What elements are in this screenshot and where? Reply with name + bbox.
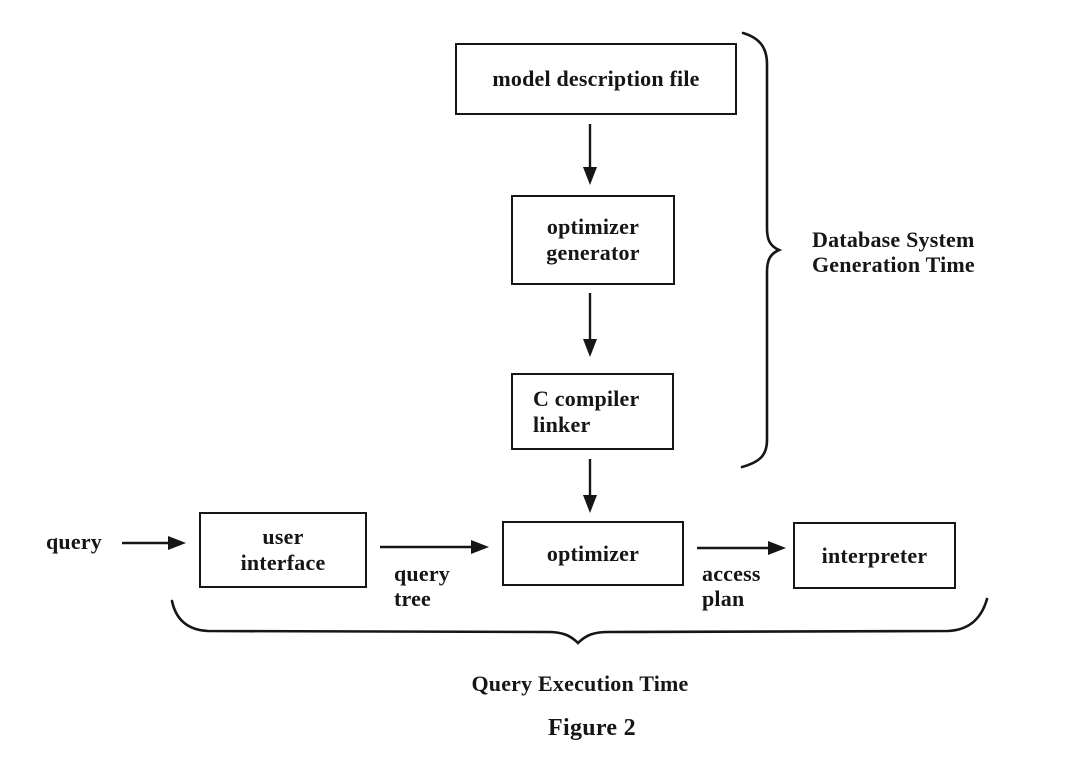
- box-user-interface-label: user interface: [240, 524, 326, 575]
- arrow-model-to-generator: [583, 124, 597, 185]
- box-c-compiler-linker-label: C compiler linker: [533, 385, 640, 437]
- box-model-description-file: model description file: [455, 43, 737, 115]
- arrow-optimizer-to-interpreter: [697, 541, 786, 555]
- arrow-compiler-to-optimizer: [583, 459, 597, 513]
- label-query-tree: query tree: [394, 561, 450, 612]
- box-c-compiler-linker: C compiler linker: [511, 373, 674, 450]
- label-query-input: query: [46, 529, 102, 554]
- box-interpreter: interpreter: [793, 522, 956, 589]
- box-optimizer-generator-label: optimizer generator: [546, 214, 640, 265]
- label-database-system-generation-time: Database System Generation Time: [812, 227, 975, 278]
- box-optimizer-generator: optimizer generator: [511, 195, 675, 285]
- brace-execution-time: [170, 597, 989, 645]
- arrow-user-interface-to-optimizer: [380, 540, 489, 554]
- label-access-plan: access plan: [702, 561, 761, 612]
- box-model-description-file-label: model description file: [492, 66, 700, 92]
- box-optimizer: optimizer: [502, 521, 684, 586]
- figure-caption: Figure 2: [548, 715, 636, 741]
- box-optimizer-label: optimizer: [546, 540, 640, 566]
- arrow-query-to-user-interface: [122, 536, 186, 550]
- box-user-interface: user interface: [199, 512, 367, 588]
- arrow-generator-to-compiler: [583, 293, 597, 357]
- brace-generation-time: [740, 31, 783, 469]
- label-query-execution-time: Query Execution Time: [471, 671, 689, 696]
- box-interpreter-label: interpreter: [821, 542, 928, 568]
